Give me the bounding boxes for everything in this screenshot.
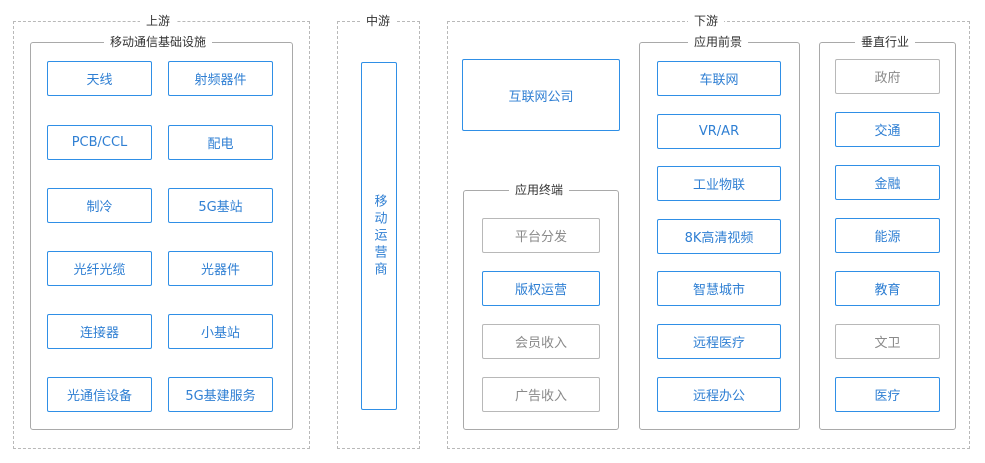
upstream-item-0: 天线 (47, 61, 152, 96)
upstream-item-7: 光器件 (168, 251, 273, 286)
upstream-item-3: 配电 (168, 125, 273, 160)
upstream-item-11: 5G基建服务 (168, 377, 273, 412)
terminal-item-3: 广告收入 (482, 377, 600, 412)
mobile-operator-node: 移动运营商 (361, 62, 397, 410)
vertical-item-1: 交通 (835, 112, 940, 147)
upstream-item-4: 制冷 (47, 188, 152, 223)
vertical-item-0: 政府 (835, 59, 940, 94)
vertical-item-5: 文卫 (835, 324, 940, 359)
infra-group (30, 42, 293, 430)
upstream-item-10: 光通信设备 (47, 377, 152, 412)
vertical-item-2: 金融 (835, 165, 940, 200)
upstream-item-9: 小基站 (168, 314, 273, 349)
upstream-item-5: 5G基站 (168, 188, 273, 223)
scenario-item-5: 远程医疗 (657, 324, 781, 359)
infra-group-title: 移动通信基础设施 (104, 35, 213, 49)
terminal-item-2: 会员收入 (482, 324, 600, 359)
midstream-title: 中游 (360, 14, 397, 28)
scenario-item-0: 车联网 (657, 61, 781, 96)
terminal-group-title: 应用终端 (509, 183, 570, 197)
upstream-item-2: PCB/CCL (47, 125, 152, 160)
scenario-item-2: 工业物联 (657, 166, 781, 201)
scenarios-group-title: 应用前景 (688, 35, 749, 49)
upstream-item-6: 光纤光缆 (47, 251, 152, 286)
vertical-item-4: 教育 (835, 271, 940, 306)
upstream-item-8: 连接器 (47, 314, 152, 349)
scenario-item-3: 8K高清视频 (657, 219, 781, 254)
scenario-item-6: 远程办公 (657, 377, 781, 412)
vertical-item-3: 能源 (835, 218, 940, 253)
upstream-title: 上游 (140, 14, 177, 28)
upstream-item-1: 射频器件 (168, 61, 273, 96)
terminal-item-0: 平台分发 (482, 218, 600, 253)
mobile-operator-label: 移动运营商 (371, 193, 387, 279)
scenario-item-1: VR/AR (657, 114, 781, 149)
vertical-item-6: 医疗 (835, 377, 940, 412)
internet-company-node: 互联网公司 (462, 59, 620, 131)
verticals-group-title: 垂直行业 (855, 35, 916, 49)
scenario-item-4: 智慧城市 (657, 271, 781, 306)
downstream-title: 下游 (688, 14, 725, 28)
terminal-item-1: 版权运营 (482, 271, 600, 306)
